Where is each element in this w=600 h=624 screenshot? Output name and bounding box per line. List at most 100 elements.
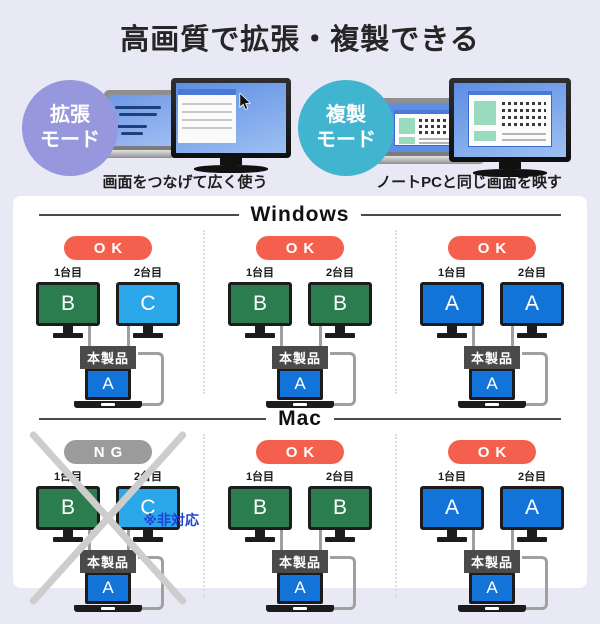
monitor-screen: C xyxy=(116,282,180,326)
text-line xyxy=(119,113,157,116)
monitor-group: 2台目 B xyxy=(308,468,372,542)
monitor-group: 2台目 C xyxy=(116,264,180,338)
monitor-group: 2台目 C xyxy=(116,468,180,542)
product-box: 本製品 xyxy=(463,550,521,573)
cable xyxy=(522,352,548,406)
monitor-stand-base xyxy=(517,333,547,338)
cable xyxy=(280,524,283,552)
monitor-stand xyxy=(143,530,153,537)
os-name: Windows xyxy=(250,203,350,226)
mode-badge-duplicate: 複製 モード xyxy=(298,80,394,176)
monitor-screen: A xyxy=(500,486,564,530)
laptop-base xyxy=(74,605,142,612)
mode-extension: 拡張 モード 画面をつなげて広く使う xyxy=(16,78,292,191)
monitor-group: 1台目 B xyxy=(228,468,292,542)
status-badge: OK xyxy=(448,236,536,260)
mac-config-grid: NG 1台目 B 2台目 C 本製品 xyxy=(13,430,587,612)
os-header-windows: Windows xyxy=(13,196,587,228)
monitor-screen xyxy=(454,83,566,157)
monitor-stand xyxy=(335,326,345,333)
monitor-group: 2台目 A xyxy=(500,264,564,338)
cable xyxy=(138,352,164,406)
laptop-icon: A xyxy=(458,572,526,612)
config-column: OK 1台目 A 2台目 A 本製品 xyxy=(395,230,587,408)
monitor-screen: A xyxy=(420,486,484,530)
unsupported-note: ※非対応 xyxy=(143,512,199,528)
monitor-label: 2台目 xyxy=(325,267,355,279)
config-column: OK 1台目 B 2台目 C 本製品 xyxy=(13,230,203,408)
laptop-screen: A xyxy=(469,572,515,604)
status-badge: OK xyxy=(256,440,344,464)
laptop-icon: A xyxy=(74,368,142,408)
monitor-group: 1台目 B xyxy=(36,264,100,338)
monitor-group: 1台目 A xyxy=(420,264,484,338)
monitor-stand xyxy=(447,326,457,333)
cable xyxy=(472,320,475,348)
os-name: Mac xyxy=(278,407,322,430)
product-box: 本製品 xyxy=(79,346,137,369)
monitor-screen xyxy=(176,83,286,153)
monitor-group: 1台目 B xyxy=(228,264,292,338)
monitor-stand-base xyxy=(517,537,547,542)
os-header-mac: Mac xyxy=(13,400,587,432)
product-box: 本製品 xyxy=(463,346,521,369)
monitor-screen: B xyxy=(228,282,292,326)
monitor-screen: B xyxy=(308,486,372,530)
product-box: 本製品 xyxy=(271,550,329,573)
laptop-icon: A xyxy=(266,572,334,612)
monitor-stand xyxy=(527,326,537,333)
monitor-group: 1台目 A xyxy=(420,468,484,542)
cursor-icon xyxy=(239,93,251,110)
text-line xyxy=(117,125,147,128)
mode-badge-extension: 拡張 モード xyxy=(22,80,118,176)
monitor-stand xyxy=(220,158,242,165)
monitor-stand xyxy=(63,530,73,537)
cable xyxy=(319,524,322,552)
config-column: OK 1台目 B 2台目 B 本製品 xyxy=(203,230,395,408)
monitor-stand-base xyxy=(325,333,355,338)
monitor-illustration xyxy=(448,78,572,177)
monitor-stand-base xyxy=(437,537,467,542)
monitor-stand xyxy=(143,326,153,333)
cable xyxy=(319,320,322,348)
cable xyxy=(511,320,514,348)
product-box: 本製品 xyxy=(271,346,329,369)
monitor-screen: A xyxy=(420,282,484,326)
monitor-illustration xyxy=(170,78,292,173)
monitor-stand-base xyxy=(194,165,268,173)
monitor-stand-base xyxy=(133,333,163,338)
monitor-label: 1台目 xyxy=(437,267,467,279)
laptop-icon: A xyxy=(266,368,334,408)
monitor-label: 1台目 xyxy=(53,267,83,279)
laptop-base xyxy=(74,401,142,408)
cable xyxy=(330,352,356,406)
mode-label-line2: モード xyxy=(316,129,376,151)
cable xyxy=(280,320,283,348)
laptop-base xyxy=(372,156,484,164)
monitor-stand-base xyxy=(437,333,467,338)
duplicate-mode-illustration xyxy=(292,78,584,184)
monitor-bezel xyxy=(449,78,571,162)
page-title: 高画質で拡張・複製できる xyxy=(120,24,480,56)
status-badge: OK xyxy=(256,236,344,260)
cable xyxy=(472,524,475,552)
monitor-label: 2台目 xyxy=(325,471,355,483)
cable xyxy=(127,320,130,348)
monitor-stand xyxy=(63,326,73,333)
windows-config-grid: OK 1台目 B 2台目 C 本製品 xyxy=(13,230,587,408)
monitor-stand xyxy=(527,530,537,537)
laptop-base xyxy=(458,605,526,612)
monitor-label: 2台目 xyxy=(517,471,547,483)
config-column: OK 1台目 B 2台目 B 本製品 xyxy=(203,434,395,612)
text-line xyxy=(121,132,143,135)
config-column: OK 1台目 A 2台目 A 本製品 xyxy=(395,434,587,612)
status-badge: NG xyxy=(64,440,152,464)
monitor-stand-base xyxy=(245,333,275,338)
monitor-stand-base xyxy=(53,333,83,338)
laptop-screen: A xyxy=(85,368,131,400)
monitor-group: 2台目 B xyxy=(308,264,372,338)
mode-duplicate: 複製 モード ノートPCと同じ画面を映す xyxy=(292,78,584,191)
monitor-stand xyxy=(255,326,265,333)
monitor-bezel xyxy=(171,78,291,158)
divider-line xyxy=(333,418,562,420)
